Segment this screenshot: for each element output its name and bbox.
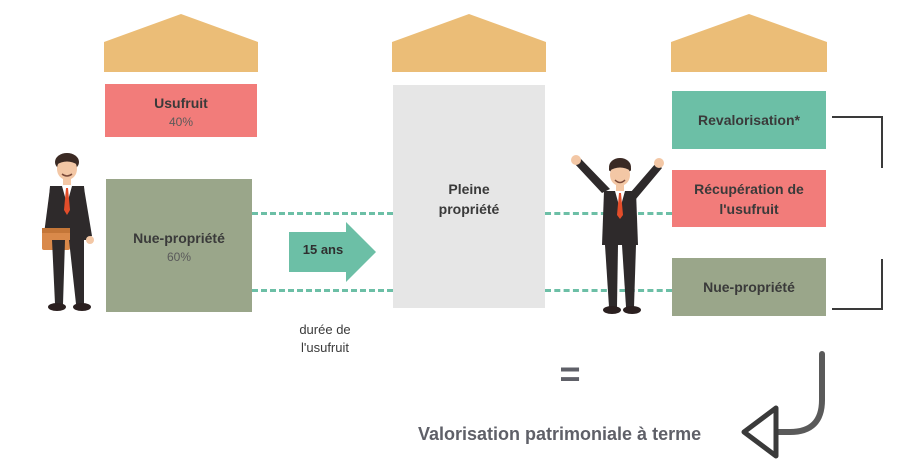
left-house-roof-base	[104, 42, 258, 72]
duration-caption-line2: l'usufruit	[300, 340, 349, 355]
dashed-line-bottom-left	[252, 289, 393, 292]
recuperation-label-line2: l'usufruit	[719, 200, 779, 217]
right-house-roof	[671, 14, 827, 42]
bottom-bracket-icon	[832, 259, 883, 310]
result-label: Valorisation patrimoniale à terme	[418, 424, 702, 444]
return-arrow-icon	[741, 351, 825, 459]
businessman-celebrating-icon	[571, 155, 664, 314]
revalorisation-block: Revalorisation*	[672, 91, 826, 149]
duration-arrow-icon	[289, 222, 376, 282]
businessman-holding-folder-icon	[42, 153, 94, 311]
usufruit-label: Usufruit	[154, 94, 208, 111]
top-bracket-icon	[832, 116, 883, 168]
usufruit-percent: 40%	[168, 114, 194, 129]
pleine-propriete-block: Pleine propriété	[393, 85, 545, 308]
dashed-line-top-left	[252, 212, 393, 215]
recuperation-usufruit-block: Récupération de l'usufruit	[672, 170, 826, 227]
nue-propriete-left-percent: 60%	[166, 249, 192, 264]
recuperation-label-line1: Récupération de	[694, 180, 804, 197]
pleine-propriete-label-line2: propriété	[438, 201, 500, 217]
nue-propriete-right-label: Nue-propriété	[703, 279, 795, 295]
usufruit-block: Usufruit 40%	[105, 84, 257, 137]
middle-house-roof-base	[392, 42, 546, 72]
nue-propriete-right-block: Nue-propriété	[672, 258, 826, 316]
middle-house-roof	[392, 14, 546, 42]
left-house-roof	[104, 14, 258, 42]
duration-caption-line1: durée de	[299, 322, 351, 337]
nue-propriete-left-label: Nue-propriété	[133, 229, 225, 246]
nue-propriete-left-block: Nue-propriété 60%	[106, 179, 252, 312]
pleine-propriete-label-line1: Pleine	[448, 181, 490, 197]
revalorisation-label: Revalorisation*	[698, 112, 800, 128]
right-house-roof-base	[671, 42, 827, 72]
equals-sign: =	[559, 353, 581, 394]
duration-arrow-label: 15 ans	[302, 242, 344, 257]
